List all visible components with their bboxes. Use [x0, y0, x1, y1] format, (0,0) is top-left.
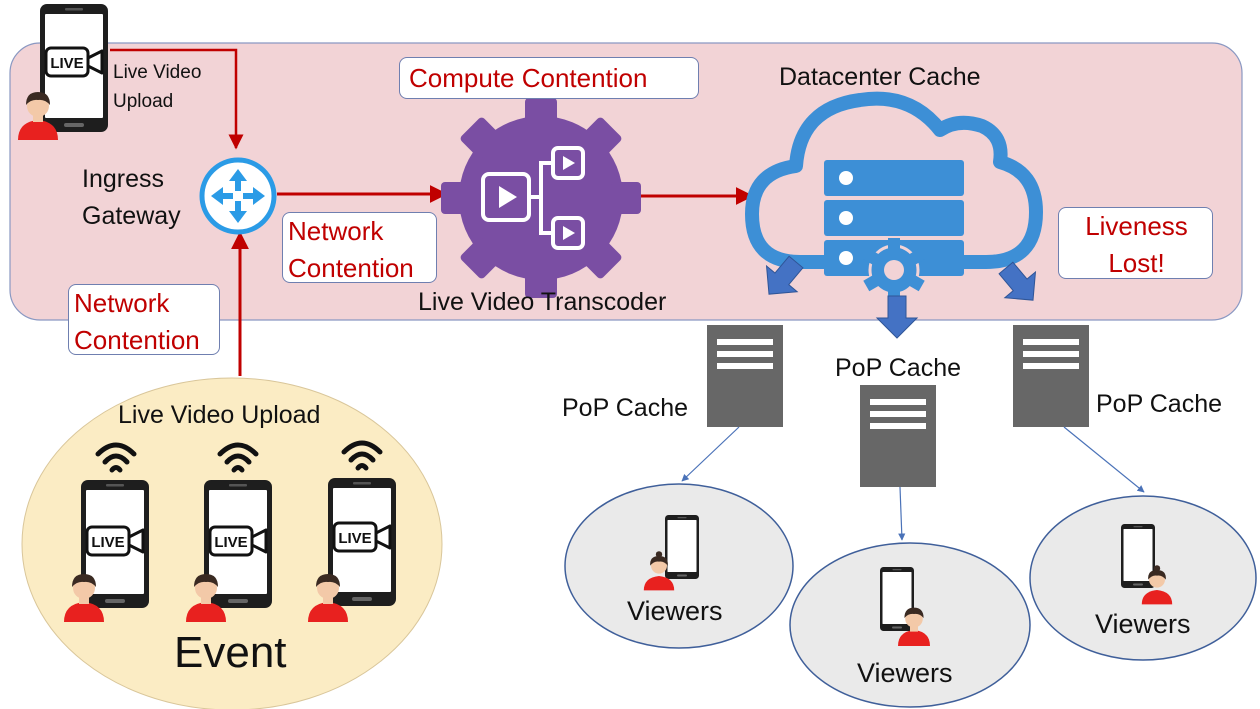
- uploader-label-line1: Live Video: [113, 62, 202, 83]
- pop-cache-label-left: PoP Cache: [562, 394, 689, 422]
- live-badge: LIVE: [338, 530, 371, 547]
- pop-to-viewers-line: [681, 426, 740, 482]
- transcoder-label: Live Video Transcoder: [418, 288, 667, 316]
- network-contention-top-line1: Network: [288, 216, 384, 246]
- ingress-gateway-label: Ingress Gateway: [82, 161, 181, 235]
- live-badge: LIVE: [214, 534, 247, 551]
- live-badge: LIVE: [91, 534, 124, 551]
- network-contention-top-line2: Contention: [288, 253, 414, 283]
- server-icon: [860, 385, 936, 487]
- uploader-label-line2: Upload: [113, 91, 174, 112]
- compute-contention-box: Compute Contention: [399, 57, 699, 99]
- viewers-label-left: Viewers: [627, 596, 723, 626]
- network-contention-box-top: Network Contention: [282, 212, 437, 283]
- event-upload-label: Live Video Upload: [118, 401, 321, 429]
- phone-icon: [665, 515, 699, 579]
- liveness-line2: Lost!: [1108, 248, 1165, 278]
- pop-cache-label-mid: PoP Cache: [835, 354, 962, 382]
- liveness-line1: Liveness: [1085, 211, 1188, 241]
- pop-to-viewers-line: [1063, 426, 1145, 493]
- network-contention-box-left: Network Contention: [68, 284, 220, 355]
- pop-to-viewers-line: [898, 486, 906, 541]
- ingress-label-line2: Gateway: [82, 202, 181, 230]
- ingress-label-line1: Ingress: [82, 165, 164, 193]
- upload-arrow: [110, 48, 244, 150]
- server-icon: [707, 325, 783, 427]
- compute-contention-label: Compute Contention: [409, 63, 648, 93]
- event-title: Event: [174, 628, 287, 677]
- network-contention-left-line2: Contention: [74, 325, 200, 355]
- liveness-lost-box: Liveness Lost!: [1058, 207, 1213, 279]
- transcoder-gear-icon: [441, 98, 641, 298]
- cloud-server-icon: [745, 91, 1043, 302]
- server-icon: [1013, 325, 1089, 427]
- viewers-label-mid: Viewers: [857, 658, 953, 688]
- datacenter-cache-label: Datacenter Cache: [779, 63, 981, 91]
- viewers-label-right: Viewers: [1095, 609, 1191, 639]
- live-badge: LIVE: [50, 55, 83, 72]
- pop-cache-label-right: PoP Cache: [1096, 390, 1223, 418]
- network-contention-left-line1: Network: [74, 288, 170, 318]
- uploader-label: Live Video Upload: [113, 58, 201, 116]
- router-icon: [199, 157, 277, 235]
